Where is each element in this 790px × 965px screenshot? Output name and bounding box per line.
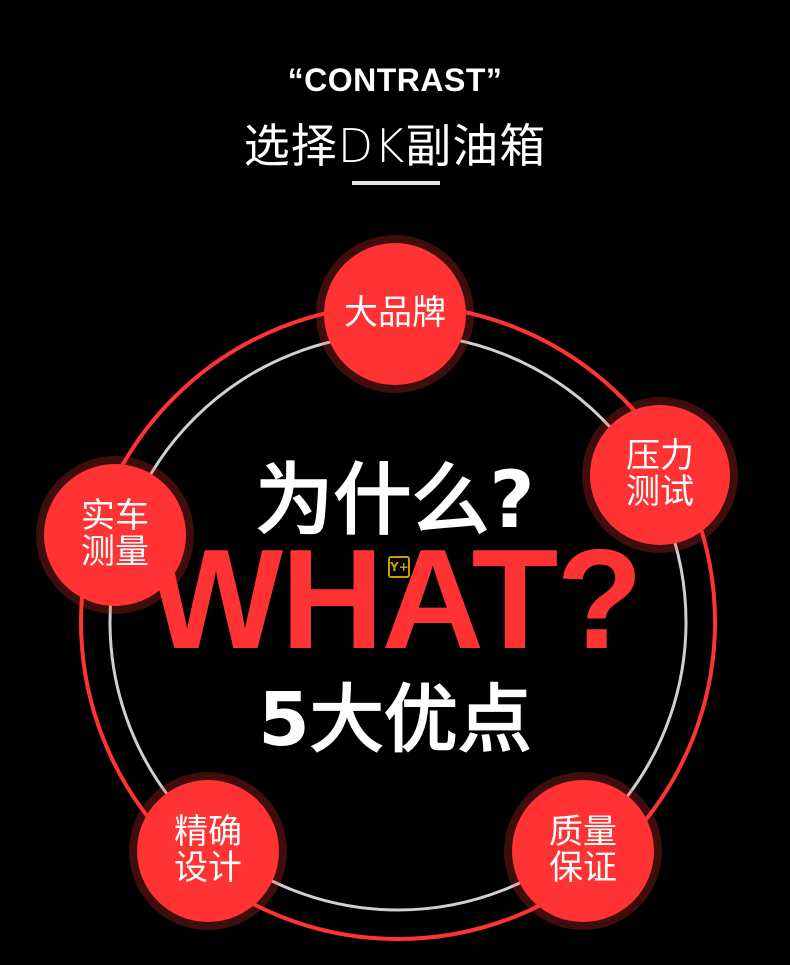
title-divider (352, 181, 440, 185)
node-big-brand: 大品牌 (324, 243, 466, 385)
node-pressure-test-line-2: 测试 (626, 472, 694, 512)
node-big-brand-line-1: 大品牌 (344, 293, 446, 334)
node-pressure-test: 压力 测试 (590, 405, 730, 545)
page-title: 选择DK副油箱 (243, 119, 547, 173)
node-vehicle-measurement: 实车 测量 (44, 464, 186, 606)
node-precise-design: 精确 设计 (137, 780, 279, 922)
what-heading: WHAT? (148, 520, 643, 679)
advantages-heading: 5大优点 (258, 677, 532, 763)
node-quality-assurance-line-1: 质量 (549, 812, 617, 853)
node-vehicle-measurement-line-1: 实车 (81, 496, 149, 537)
logo-mark-icon: Y+ (388, 556, 410, 578)
why-heading: 为什么? (255, 456, 535, 546)
node-precise-design-line-2: 设计 (174, 848, 242, 888)
eyebrow-label: “CONTRAST” (287, 62, 503, 98)
node-quality-assurance-line-2: 保证 (549, 848, 617, 888)
node-precise-design-line-1: 精确 (174, 812, 242, 853)
node-quality-assurance: 质量 保证 (512, 780, 654, 922)
node-vehicle-measurement-line-2: 测量 (81, 532, 149, 572)
node-pressure-test-line-1: 压力 (626, 436, 694, 477)
